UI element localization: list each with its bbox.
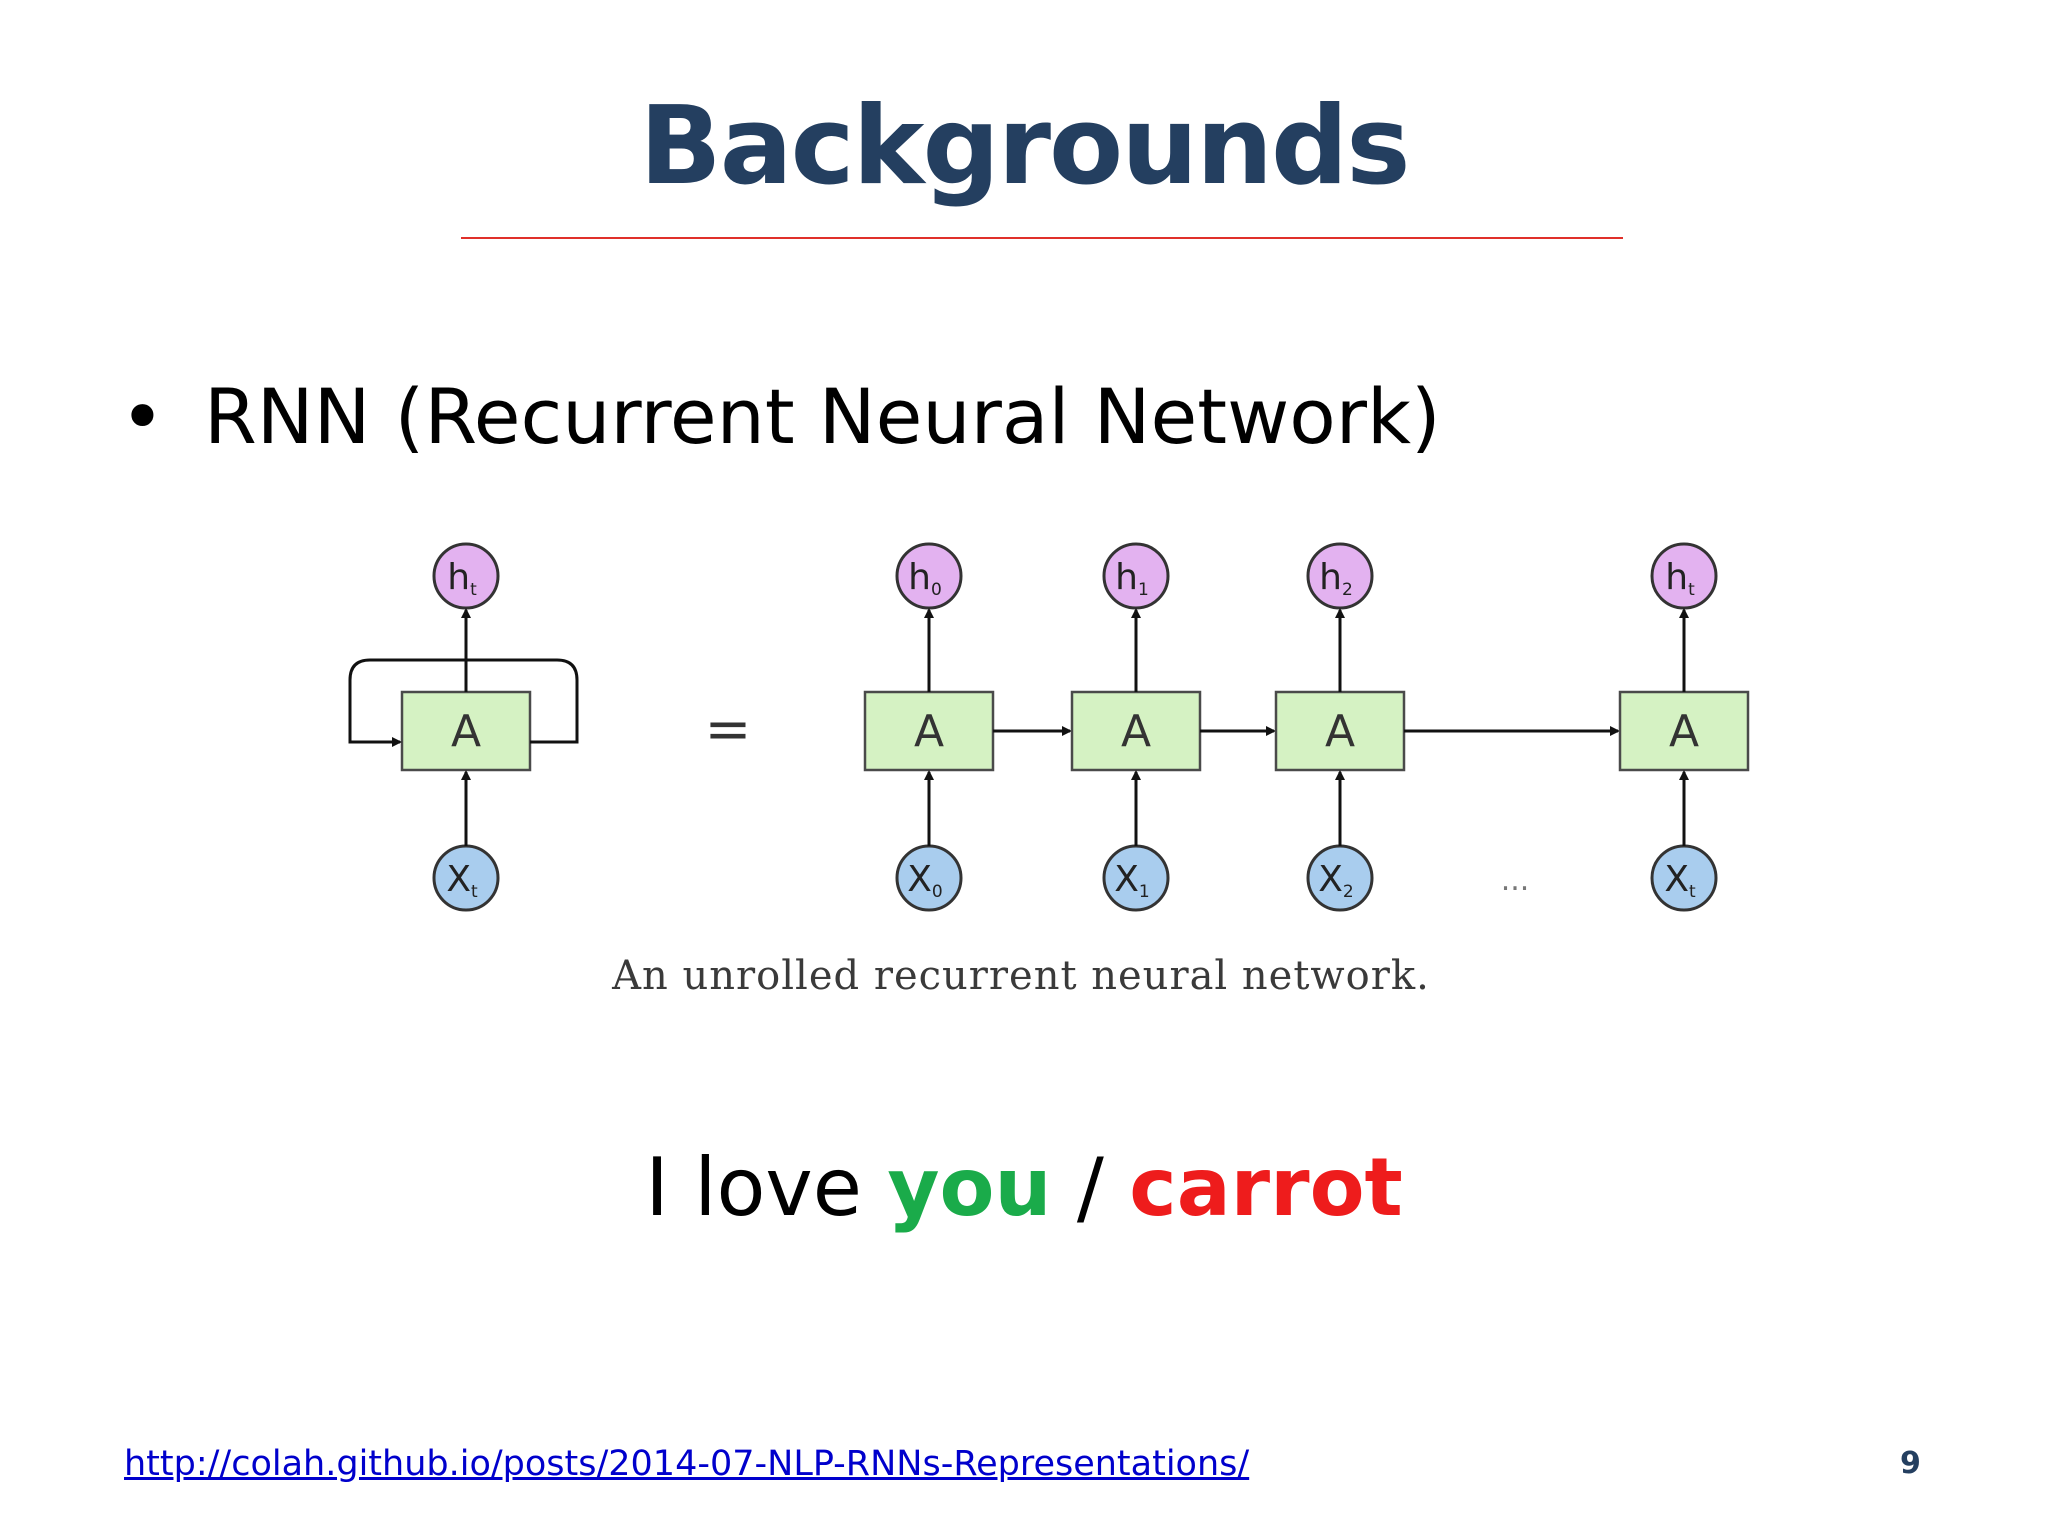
unrolled-cell-1: A [1070, 690, 1202, 772]
rolled-cell-label: A [451, 706, 481, 757]
input-node-1-subscript: 1 [1139, 882, 1150, 902]
unrolled-cell-2-box [1274, 690, 1406, 772]
bullet-symbol: • [120, 372, 165, 461]
equals-sign: = [705, 697, 752, 762]
input-node-2: X2 [1306, 844, 1374, 912]
output-node-3-subscript: t [1688, 580, 1695, 600]
rolled-input-node-subscript: t [471, 882, 478, 902]
diagram-caption: An unrolled recurrent neural network. [612, 953, 1430, 999]
unrolled-cell-3: A [1618, 690, 1750, 772]
unrolled-cell-0-label: A [914, 706, 944, 757]
sentence-prefix: I love [645, 1141, 888, 1234]
sentence-word-wrong: carrot [1129, 1141, 1403, 1234]
rolled-output-node-subscript: t [470, 580, 477, 600]
unrolled-cell-2: A [1274, 690, 1406, 772]
rolled-recurrent-loop-arrow [348, 658, 579, 747]
bullet-text: RNN (Recurrent Neural Network) [204, 372, 1441, 461]
slide-title: Backgrounds [639, 84, 1410, 209]
sentence-word-correct: you [887, 1141, 1052, 1234]
output-node-3: ht [1650, 542, 1718, 610]
output-node-2: h2 [1306, 542, 1374, 610]
input-node-2-subscript: 2 [1343, 882, 1354, 902]
example-sentence: I love you / carrot [0, 1140, 2048, 1236]
input-node-0-subscript: 0 [932, 882, 943, 902]
input-node-3-subscript: t [1689, 882, 1696, 902]
source-link[interactable]: http://colah.github.io/posts/2014-07-NLP… [124, 1444, 1250, 1484]
input-node-1: X1 [1102, 844, 1170, 912]
sentence-separator: / [1051, 1141, 1130, 1234]
unrolled-cell-1-label: A [1121, 706, 1151, 757]
input-node-0: X0 [895, 844, 963, 912]
unrolled-cell-1-box [1070, 690, 1202, 772]
input-node-3: Xt [1650, 844, 1718, 912]
rolled-cell-box [400, 690, 532, 772]
output-node-1-subscript: 1 [1138, 580, 1149, 600]
unrolled-cell-3-label: A [1669, 706, 1699, 757]
output-node-0: h0 [895, 542, 963, 610]
page-number: 9 [1900, 1446, 1921, 1481]
rolled-input-node: Xt [432, 844, 500, 912]
output-node-2-subscript: 2 [1342, 580, 1353, 600]
unrolled-cell-2-label: A [1325, 706, 1355, 757]
unrolled-cell-0: A [863, 690, 995, 772]
ellipsis: ... [1501, 863, 1530, 898]
unrolled-cell-3-box [1618, 690, 1750, 772]
output-node-0-subscript: 0 [931, 580, 942, 600]
title-underline [461, 237, 1623, 239]
output-node-1: h1 [1102, 542, 1170, 610]
rolled-output-node: ht [432, 542, 500, 610]
rolled-cell: A [400, 690, 532, 772]
bullet-item: • RNN (Recurrent Neural Network) [120, 375, 1441, 459]
